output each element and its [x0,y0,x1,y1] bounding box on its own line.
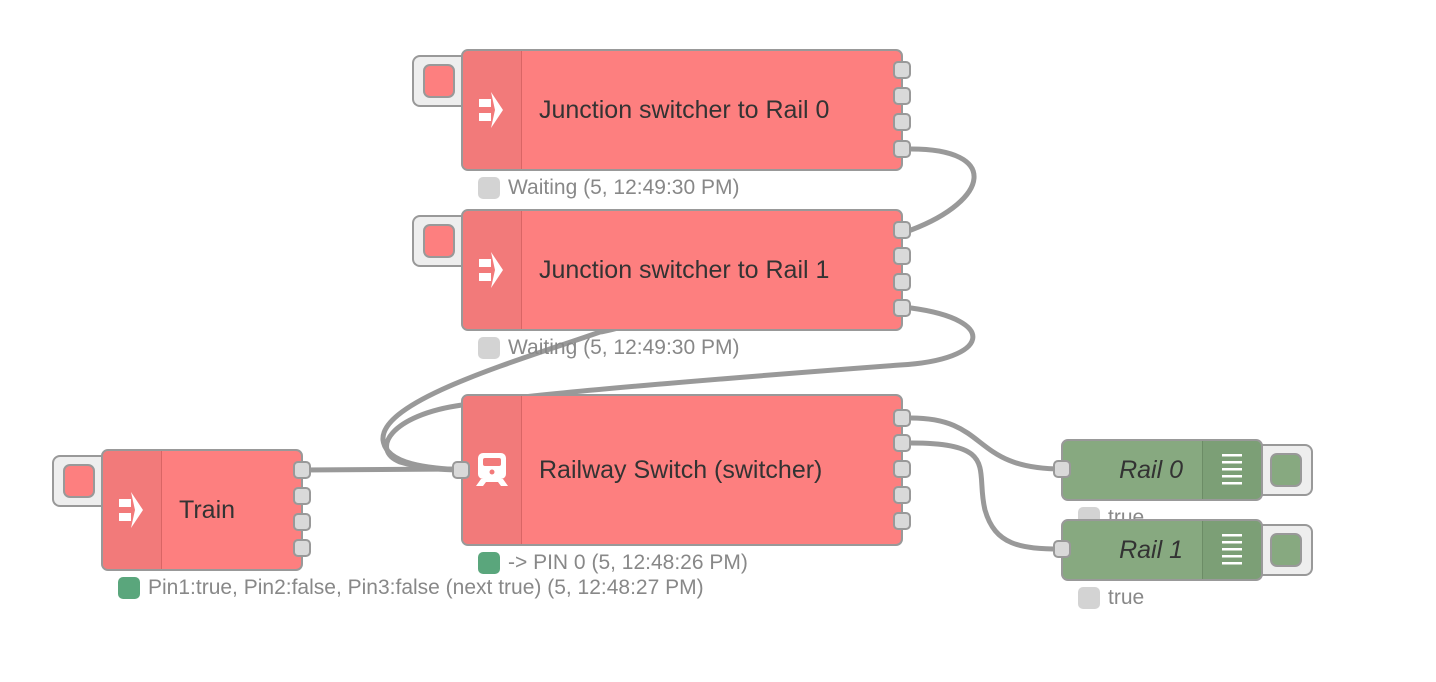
output-port-3[interactable] [893,273,911,291]
status-junction1: Waiting (5, 12:49:30 PM) [478,336,740,360]
node-rail0[interactable]: Rail 0 [1061,439,1263,501]
status-dot [478,552,500,574]
double-arrow-right-icon [463,211,522,329]
inject-button-icon [423,224,455,258]
inject-button-icon [63,464,95,498]
node-junction-switcher-rail1[interactable]: Junction switcher to Rail 1 [461,209,903,331]
status-text: Waiting (5, 12:49:30 PM) [508,176,740,199]
node-label: Rail 1 [1119,535,1183,564]
status-dot [478,177,500,199]
train-inject-button[interactable] [52,455,104,507]
status-text: true [1108,586,1145,609]
status-railway-switch: -> PIN 0 (5, 12:48:26 PM) [478,551,748,575]
status-junction0: Waiting (5, 12:49:30 PM) [478,176,740,200]
output-port-4[interactable] [893,486,911,504]
rail0-debug-toggle[interactable] [1261,444,1313,496]
node-rail1[interactable]: Rail 1 [1061,519,1263,581]
input-port[interactable] [1053,540,1071,558]
node-label: Railway Switch (switcher) [539,455,823,484]
wire-railway-switch-to-rail1[interactable] [908,440,1065,552]
output-port-4[interactable] [893,140,911,158]
node-label: Junction switcher to Rail 0 [539,95,830,124]
node-railway-switch[interactable]: Railway Switch (switcher) [461,394,903,546]
output-port-3[interactable] [293,513,311,531]
output-port-2[interactable] [893,434,911,452]
input-port[interactable] [452,461,470,479]
status-text: Pin1:true, Pin2:false, Pin3:false (next … [148,576,704,599]
debug-toggle-icon [1270,533,1302,567]
double-arrow-right-icon [463,51,522,169]
output-port-3[interactable] [893,113,911,131]
output-port-1[interactable] [893,221,911,239]
output-port-4[interactable] [293,539,311,557]
list-lines-icon [1202,441,1261,499]
node-label: Train [179,495,236,524]
node-label: Rail 0 [1119,455,1183,484]
debug-toggle-icon [1270,453,1302,487]
status-dot [1078,587,1100,609]
wire-train-to-railway-switch[interactable] [299,466,465,473]
list-lines-icon [1202,521,1261,579]
status-dot [478,337,500,359]
inject-button-icon [423,64,455,98]
node-train[interactable]: Train [101,449,303,571]
rail1-debug-toggle[interactable] [1261,524,1313,576]
status-text: Waiting (5, 12:49:30 PM) [508,336,740,359]
output-port-1[interactable] [893,409,911,427]
status-train: Pin1:true, Pin2:false, Pin3:false (next … [118,576,704,600]
output-port-2[interactable] [293,487,311,505]
status-text: -> PIN 0 (5, 12:48:26 PM) [508,551,748,574]
junction0-inject-button[interactable] [412,55,464,107]
output-port-3[interactable] [893,460,911,478]
status-rail1: true [1078,586,1144,610]
output-port-2[interactable] [893,247,911,265]
input-port[interactable] [1053,460,1071,478]
output-port-2[interactable] [893,87,911,105]
double-arrow-right-icon [103,451,162,569]
wire-railway-switch-to-rail0[interactable] [908,415,1065,472]
train-icon [463,396,522,544]
node-label: Junction switcher to Rail 1 [539,255,830,284]
output-port-4[interactable] [893,299,911,317]
output-port-1[interactable] [893,61,911,79]
junction1-inject-button[interactable] [412,215,464,267]
output-port-1[interactable] [293,461,311,479]
node-junction-switcher-rail0[interactable]: Junction switcher to Rail 0 [461,49,903,171]
status-dot [118,577,140,599]
output-port-5[interactable] [893,512,911,530]
